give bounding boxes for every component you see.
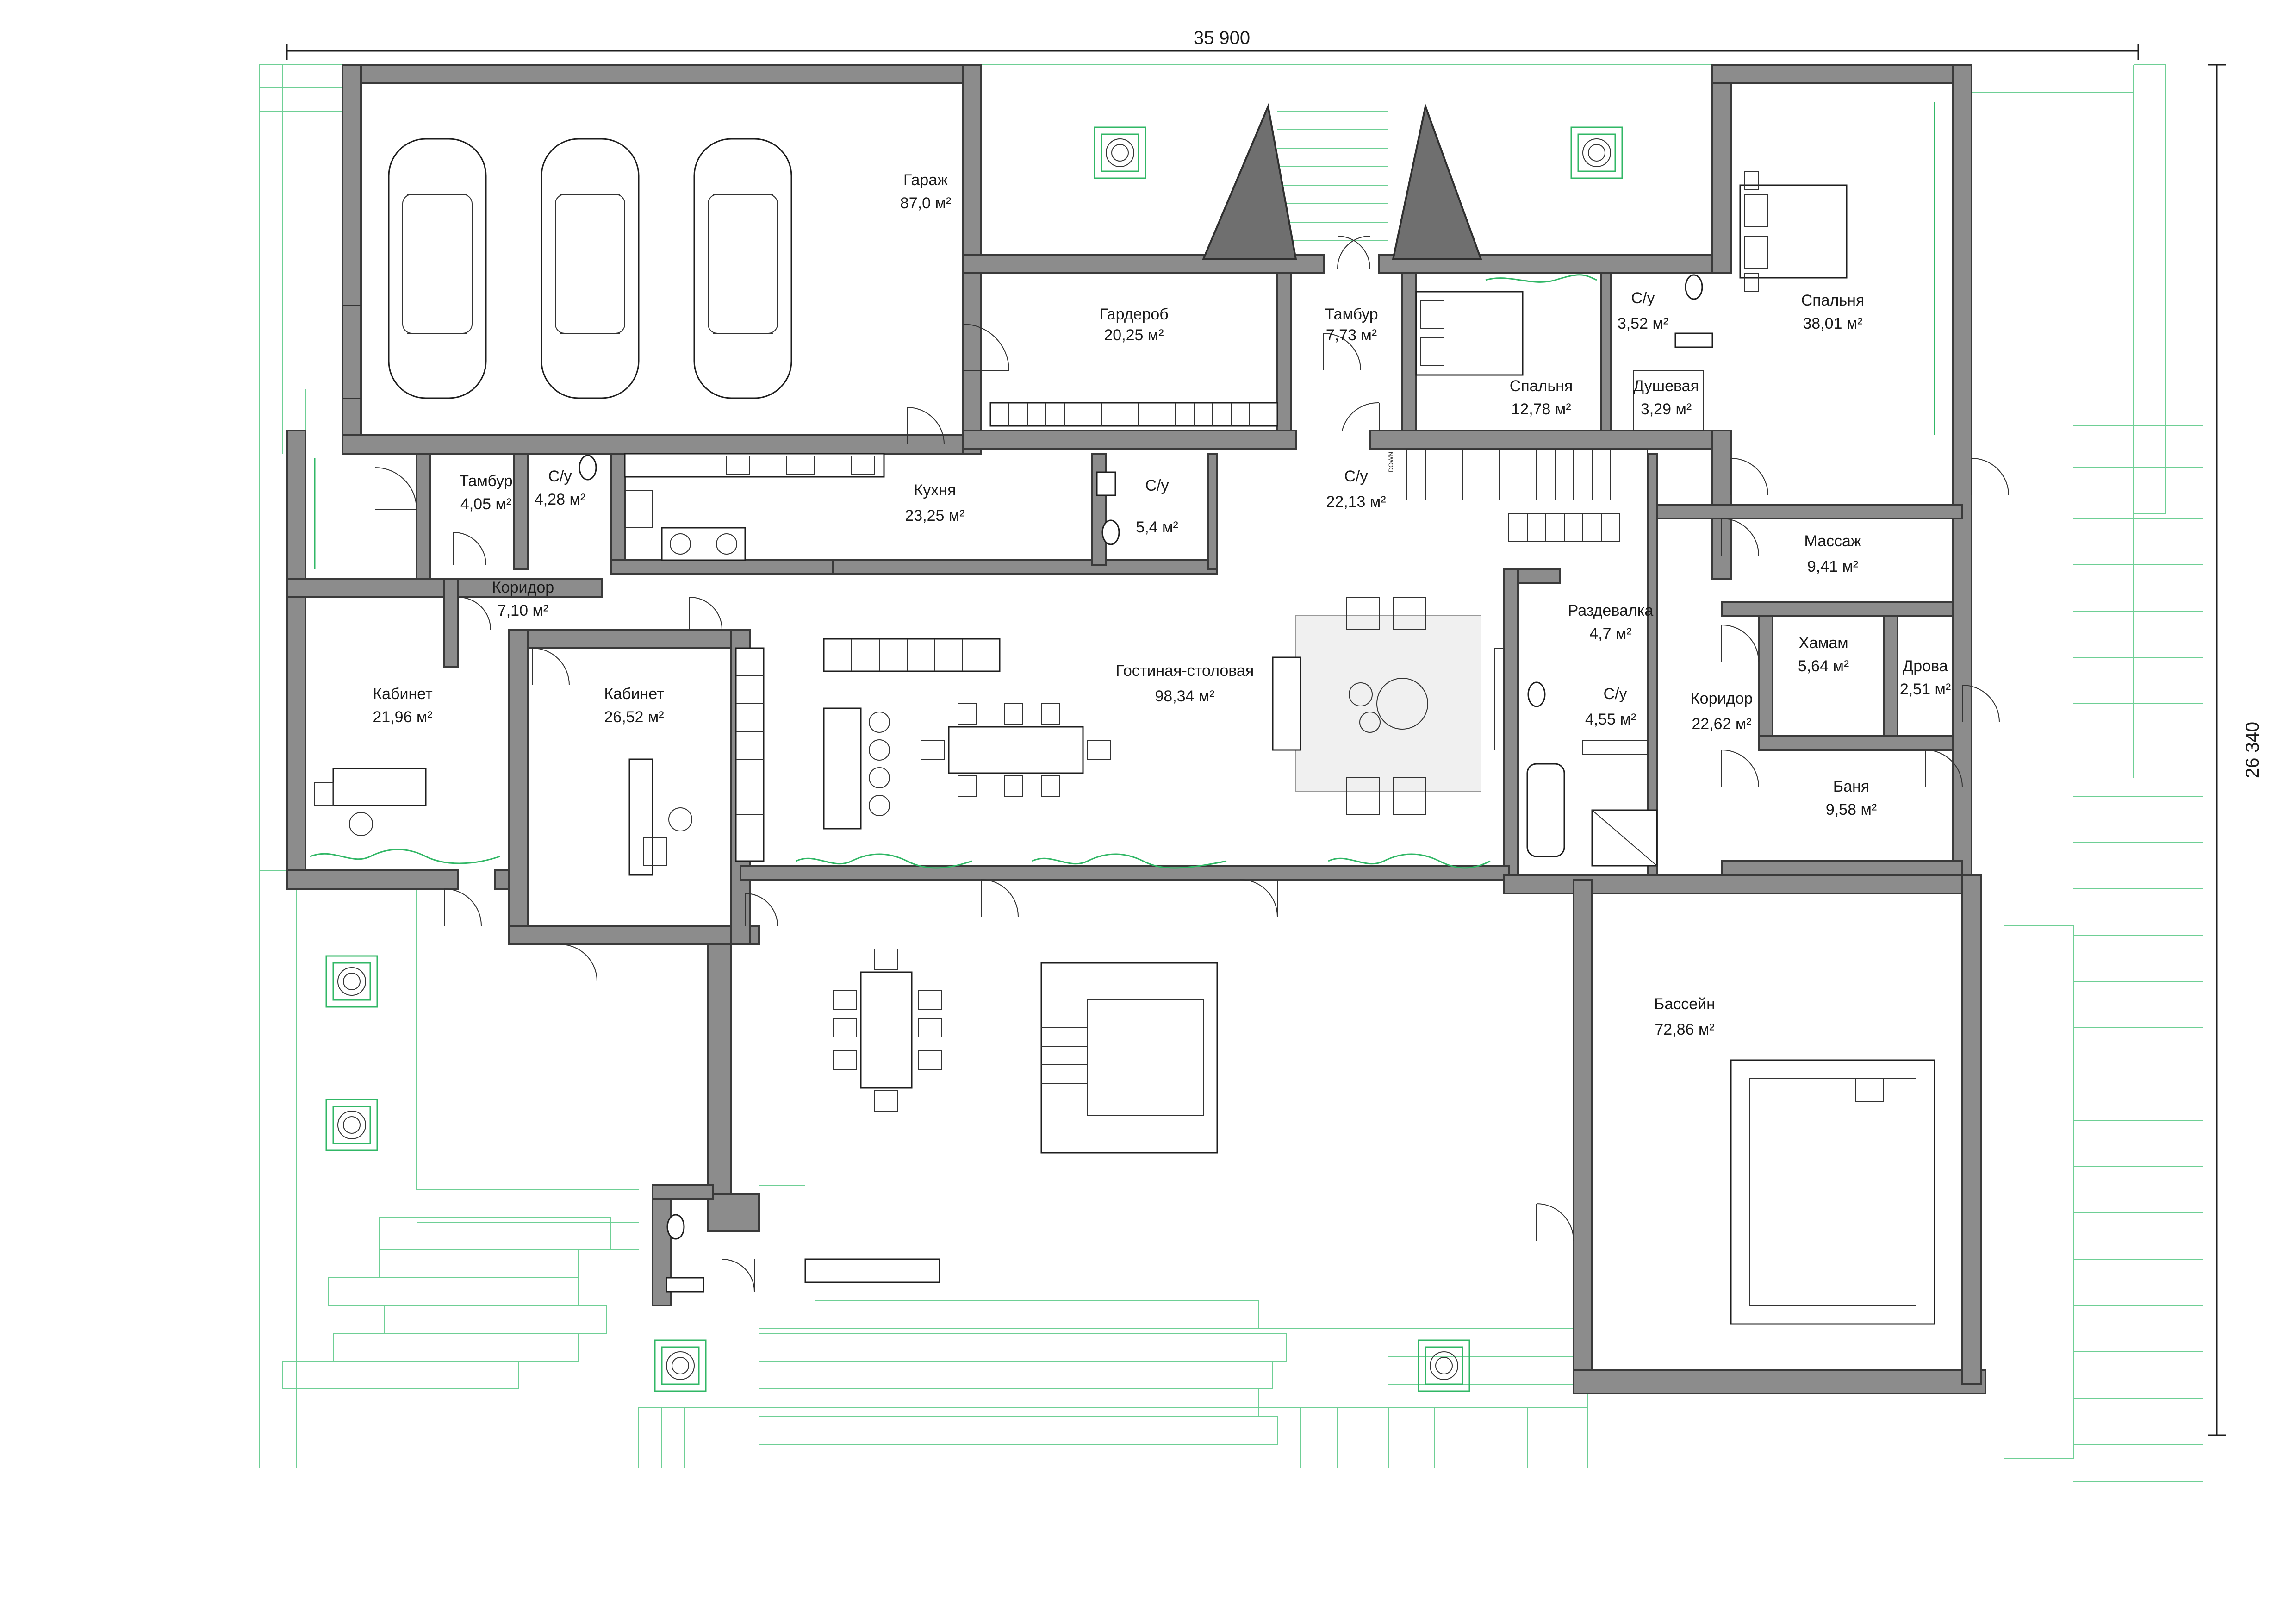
height-dimension: 26 340 [2242,722,2263,778]
tree-icon [654,1339,707,1392]
vestibule-2-name: Тамбур [459,472,512,490]
corridor-1-name: Коридор [492,579,554,596]
furniture [310,102,1935,1325]
wc-5-area: 4,55 м² [1585,711,1636,728]
car-icon [541,138,640,399]
corridor-1-area: 7,10 м² [498,602,548,619]
wc-2-name: С/у [548,468,572,485]
kitchen-name: Кухня [914,481,956,499]
vestibule-1-name: Тамбур [1325,306,1378,323]
bedroom-2-area: 38,01 м² [1803,315,1862,332]
firewood-area: 2,51 м² [1900,681,1951,698]
pool-area: 72,86 м² [1655,1021,1714,1038]
doors [374,236,2009,1292]
sauna-name: Баня [1833,778,1869,795]
garage-area: 87,0 м² [900,194,951,212]
wc-2-area: 4,28 м² [535,491,585,508]
toilet-icon [1101,519,1120,545]
tree-icon [1094,126,1146,179]
planter-trees [325,126,1623,1392]
vestibule-2-area: 4,05 м² [460,495,511,513]
toilet-icon [1685,274,1703,300]
tree-icon [1570,126,1623,179]
tree-icon [325,1099,378,1151]
wc-4-area: 22,13 м² [1326,493,1386,511]
car-icon [693,138,792,399]
corridor-2-area: 22,62 м² [1692,715,1751,733]
toilet-icon [579,455,597,481]
kitchen-area: 23,25 м² [905,507,964,525]
pool-name: Бассейн [1654,995,1715,1013]
corridor-2-name: Коридор [1691,690,1753,707]
massage-area: 9,41 м² [1807,558,1858,575]
dimension-lines [286,44,2226,1436]
bedroom-2-name: Спальня [1801,292,1865,309]
wc-1-area: 3,52 м² [1618,315,1668,332]
bedroom-1-name: Спальня [1510,377,1573,395]
vestibule-1-area: 7,73 м² [1326,326,1377,344]
study-2-area: 26,52 м² [604,708,664,726]
living-name: Гостиная-столовая [1116,662,1254,680]
study-1-area: 21,96 м² [373,708,432,726]
living-area: 98,34 м² [1155,687,1214,705]
stair-down-note: DOWN [1387,452,1394,472]
wardrobe-area: 20,25 м² [1104,326,1164,344]
garage-name: Гараж [903,171,948,189]
firewood-name: Дрова [1903,657,1948,675]
width-dimension: 35 900 [1194,28,1250,48]
wardrobe-name: Гардероб [1099,306,1169,323]
wc-1-name: С/у [1631,289,1655,307]
massage-name: Массаж [1804,532,1861,550]
study-2-name: Кабинет [604,685,664,703]
hamam-name: Хамам [1798,634,1848,652]
wc-4-name: С/у [1344,468,1368,485]
wc-3-name: С/у [1145,477,1169,494]
toilet-icon [1527,681,1546,707]
wc-5-name: С/у [1604,685,1627,703]
sauna-area: 9,58 м² [1826,801,1877,818]
study-1-name: Кабинет [373,685,432,703]
tree-icon [325,955,378,1008]
bedroom-1-area: 12,78 м² [1511,400,1571,418]
shower-area: 3,29 м² [1641,400,1692,418]
changing-area: 4,7 м² [1589,625,1631,643]
toilet-icon [666,1214,685,1240]
room-labels: Гараж 87,0 м² Гардероб 20,25 м² Тамбур 7… [373,171,1951,1038]
shower-name: Душевая [1633,377,1699,395]
hamam-area: 5,64 м² [1798,657,1849,675]
wc-3-area: 5,4 м² [1136,518,1178,536]
changing-name: Раздевалка [1568,602,1654,619]
walls [286,64,1986,1394]
tree-icon [1418,1339,1470,1392]
car-icon [388,138,487,399]
